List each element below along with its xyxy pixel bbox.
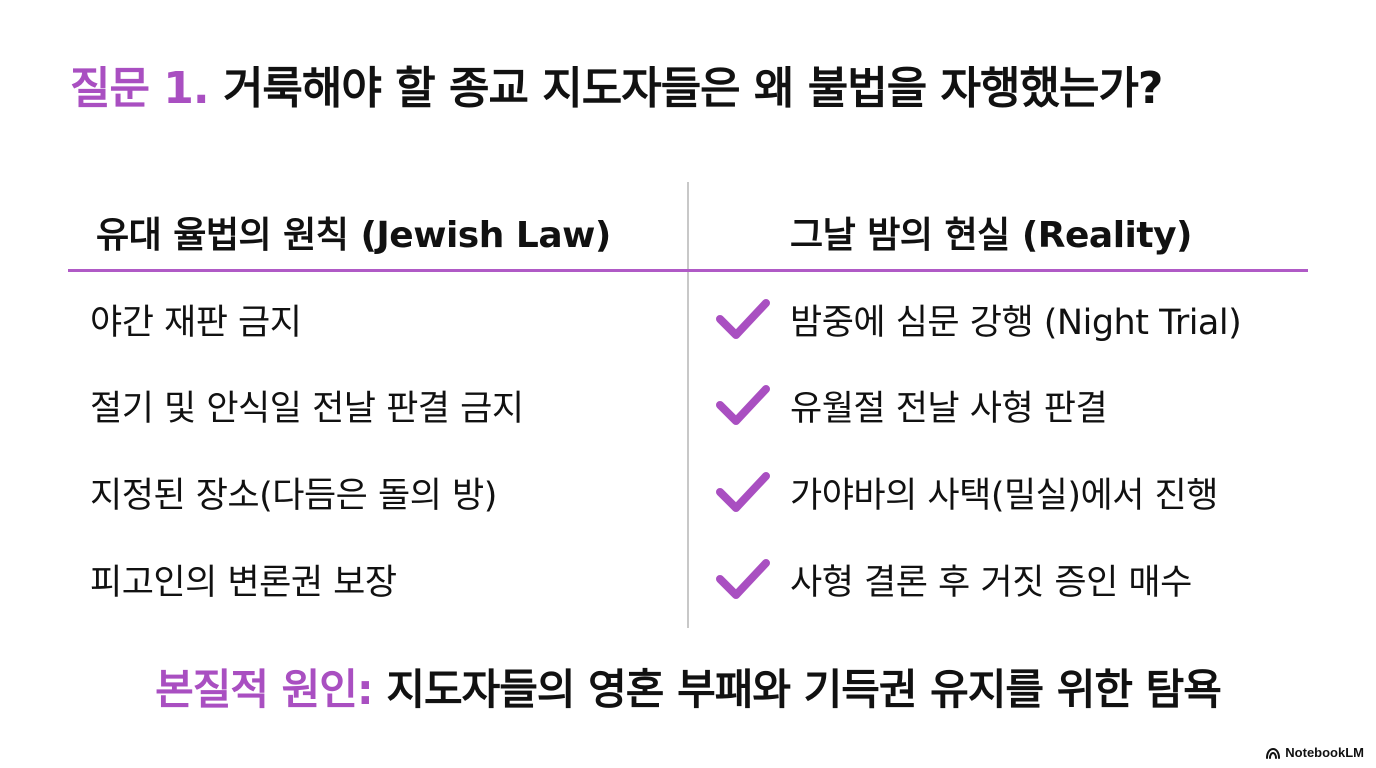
right-column-header: 그날 밤의 현실 (Reality) (790, 215, 1193, 256)
question-label: 질문 1. (70, 63, 210, 114)
notebooklm-logo-icon (1266, 747, 1281, 759)
brand-name: NotebookLM (1285, 745, 1364, 760)
reality-text: 가야바의 사택(밀실)에서 진행 (790, 475, 1218, 516)
law-item: 절기 및 안식일 전날 판결 금지 (90, 389, 524, 429)
reality-item: 밤중에 심문 강행 (Night Trial) (714, 295, 1242, 343)
left-column-header: 유대 율법의 원칙 (Jewish Law) (96, 215, 611, 256)
reality-item: 가야바의 사택(밀실)에서 진행 (714, 468, 1218, 516)
brand-watermark: NotebookLM (1265, 745, 1364, 760)
conclusion: 본질적 원인: 지도자들의 영혼 부패와 기득권 유지를 위한 탐욕 (0, 656, 1376, 717)
column-divider (687, 182, 689, 628)
checkmark-icon (716, 385, 770, 425)
comparison-table: 유대 율법의 원칙 (Jewish Law) 그날 밤의 현실 (Reality… (68, 182, 1308, 628)
reality-item: 유월절 전날 사형 판결 (714, 381, 1108, 429)
reality-item: 사형 결론 후 거짓 증인 매수 (714, 555, 1192, 603)
checkmark-icon (716, 299, 770, 339)
reality-text: 유월절 전날 사형 판결 (790, 388, 1108, 429)
page-title: 질문 1. 거룩해야 할 종교 지도자들은 왜 불법을 자행했는가? (70, 52, 1320, 116)
conclusion-text: 지도자들의 영혼 부패와 기득권 유지를 위한 탐욕 (386, 665, 1222, 714)
question-text: 거룩해야 할 종교 지도자들은 왜 불법을 자행했는가? (222, 63, 1164, 114)
checkmark-icon (716, 559, 770, 599)
header-underline (68, 269, 1308, 272)
checkmark-icon (716, 472, 770, 512)
law-item: 야간 재판 금지 (90, 303, 302, 343)
reality-text: 밤중에 심문 강행 (Night Trial) (790, 302, 1242, 343)
conclusion-label: 본질적 원인: (155, 665, 374, 714)
reality-text: 사형 결론 후 거짓 증인 매수 (790, 562, 1192, 603)
law-item: 피고인의 변론권 보장 (90, 563, 397, 603)
law-item: 지정된 장소(다듬은 돌의 방) (90, 476, 497, 516)
